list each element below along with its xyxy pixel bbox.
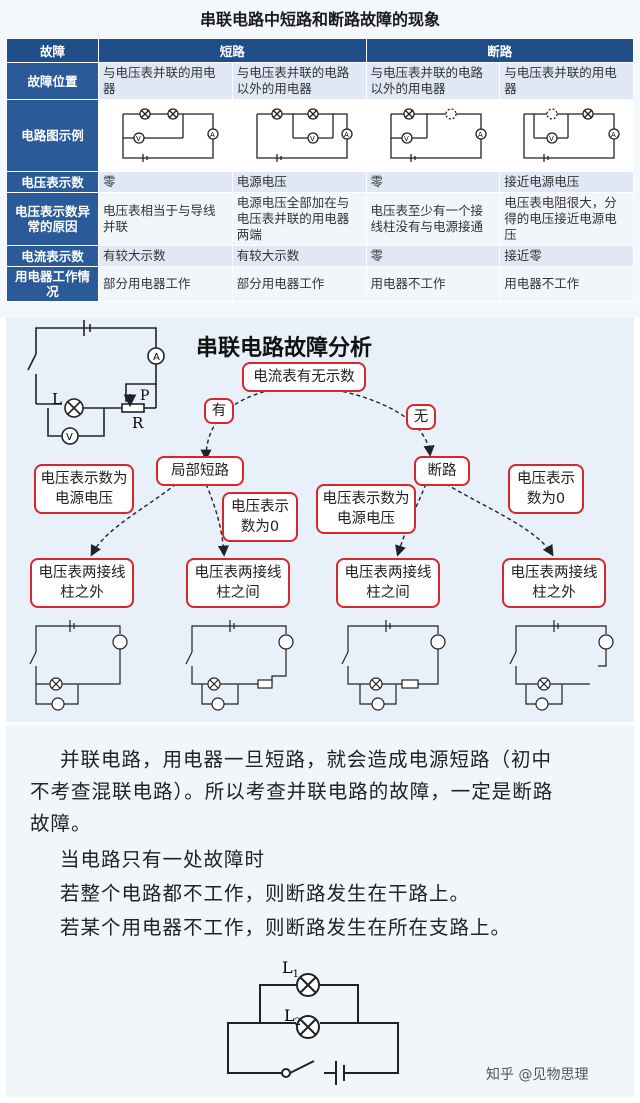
table-cell: 零	[365, 245, 501, 267]
table-row: 电压表示数异常的原因 电压表相当于与导线并联 电源电压全部加在与电压表并联的用电…	[6, 192, 634, 246]
paragraph-line: 故障。	[30, 812, 92, 835]
note-voltage-source: 电压表示数为电源电压	[316, 484, 416, 534]
table-cell: 有较大示数	[231, 245, 367, 267]
table-cell: 与电压表并联的电路以外的用电器	[231, 62, 367, 100]
table-cell: 零	[98, 171, 233, 193]
ammeter-label: A	[478, 131, 483, 139]
circuit-diagram-2: A V	[256, 108, 353, 162]
table-row: 用电器工作情况 部分用电器工作 部分用电器工作 用电器不工作 用电器不工作	[6, 266, 634, 302]
table-cell: 用电器不工作	[365, 266, 501, 302]
note-voltage-zero: 电压表示数为0	[222, 492, 298, 542]
ammeter-label: A	[153, 352, 160, 363]
table-cell: 部分用电器工作	[231, 266, 367, 302]
arrow-no	[335, 389, 435, 457]
circuit-diagram-cell: A V	[499, 99, 634, 172]
voltmeter-label: V	[136, 135, 141, 143]
table-cell: 电源电压	[231, 171, 367, 193]
circuit-diagram-cell: A V	[98, 99, 233, 172]
slider-label: P	[140, 388, 149, 404]
table-cell: 与电压表并联的用电器	[499, 62, 634, 100]
lamp-label: L	[52, 390, 62, 408]
ammeter-label: A	[210, 131, 215, 139]
ammeter-label: A	[611, 131, 616, 139]
voltmeter-label: V	[549, 135, 554, 143]
row-label: 用电器工作情况	[6, 266, 99, 302]
arrow-short-outside	[90, 483, 177, 557]
arrow-short-between	[205, 483, 229, 557]
voltmeter-label: V	[66, 432, 73, 443]
table-cell: 零	[365, 171, 501, 193]
leaf-outside-terminals: 电压表两接线柱之外	[30, 558, 134, 608]
leaf-outside-terminals: 电压表两接线柱之外	[502, 558, 606, 608]
table-row: 电路图示例 A V	[6, 99, 634, 172]
lamp-l1-label: L1	[282, 958, 299, 980]
row-label: 电压表示数异常的原因	[6, 192, 99, 246]
open-circuit-box: 断路	[414, 456, 470, 486]
parallel-circuit-section: 并联电路，用电器一旦短路，就会造成电源短路（初中 不考查混联电路）。所以考查并联…	[6, 725, 634, 1097]
circuit-diagram-cell: A V	[231, 99, 367, 172]
partial-short-box: 局部短路	[156, 456, 244, 486]
rheostat-label: R	[132, 414, 144, 432]
note-voltage-zero: 电压表示数为0	[508, 464, 584, 514]
bottom-circuits	[29, 620, 614, 711]
paragraph-line: 并联电路，用电器一旦短路，就会造成电源短路（初中	[60, 748, 553, 771]
circuit-diagram-cell: A V	[365, 99, 501, 172]
row-label: 电流表示数	[6, 245, 99, 267]
table-cell: 用电器不工作	[499, 266, 634, 302]
table-cell: 电源电压全部加在与电压表并联的用电器两端	[231, 192, 367, 246]
table-cell: 有较大示数	[98, 245, 233, 267]
voltmeter-label: V	[310, 135, 315, 143]
parallel-circuit-diagram: L1 L2	[227, 958, 399, 1085]
row-label: 故障位置	[6, 62, 99, 100]
lamp-l2-label: L2	[284, 1006, 301, 1028]
ammeter-label: A	[344, 131, 349, 139]
table-title: 串联电路中短路和断路故障的现象	[199, 10, 440, 29]
arrow-open-outside	[445, 483, 554, 557]
paragraph-line: 若整个电路都不工作，则断路发生在干路上。	[60, 882, 471, 905]
row-label: 电压表示数	[6, 171, 99, 193]
watermark: 知乎 @见物思理	[486, 1067, 589, 1083]
note-voltage-source: 电压表示数为电源电压	[34, 464, 134, 514]
branch-yes-label: 有	[204, 398, 234, 424]
circuit-diagram-4: A V	[523, 108, 620, 162]
col-header-open: 断路	[365, 38, 634, 63]
table-cell: 与电压表并联的电路以外的用电器	[365, 62, 501, 100]
table-cell: 电压表至少有一个接线柱没有与电源接通	[365, 192, 501, 246]
paragraph-line: 若某个用电器不工作，则断路发生在所在支路上。	[60, 916, 512, 939]
table-cell: 电压表相当于与导线并联	[98, 192, 233, 246]
leaf-between-terminals: 电压表两接线柱之间	[186, 558, 290, 608]
circuit-diagram-1: A V	[122, 108, 219, 162]
col-header-short: 短路	[98, 38, 367, 63]
table-row: 故障位置 与电压表并联的用电器 与电压表并联的电路以外的用电器 与电压表并联的电…	[6, 62, 634, 100]
leaf-between-terminals: 电压表两接线柱之间	[336, 558, 440, 608]
circuit-diagram-3: A V	[389, 108, 487, 162]
voltmeter-label: V	[404, 135, 409, 143]
table-cell: 接近零	[499, 245, 634, 267]
table-row: 电流表示数 有较大示数 有较大示数 零 接近零	[6, 245, 634, 267]
branch-no-label: 无	[406, 404, 436, 430]
flowchart-graphics: A V L P R	[27, 320, 614, 711]
paragraph-line: 不考查混联电路）。所以考查并联电路的故障，一定是断路	[30, 780, 554, 803]
fault-table-section: 串联电路中短路和断路故障的现象 故障 短路 断路 故障位置 与电压表并联的用电器…	[0, 0, 640, 318]
row-label: 电路图示例	[6, 99, 99, 172]
table-cell: 与电压表并联的用电器	[98, 62, 233, 100]
example-circuit	[27, 320, 165, 445]
root-question-box: 电流表有无示数	[242, 362, 366, 392]
fault-analysis-flowchart: 串联电路故障分析 A V L P R	[6, 318, 634, 722]
table-cell: 部分用电器工作	[98, 266, 233, 302]
paragraph-line: 当电路只有一处故障时	[60, 848, 266, 871]
table-cell: 接近电源电压	[499, 171, 634, 193]
col-header-fault: 故障	[6, 38, 99, 63]
fault-table: 故障 短路 断路 故障位置 与电压表并联的用电器 与电压表并联的电路以外的用电器…	[6, 38, 634, 302]
table-cell: 电压表电阻很大，分得的电压接近电源电压	[499, 192, 634, 246]
flowchart-title: 串联电路故障分析	[196, 336, 373, 361]
table-row: 电压表示数 零 电源电压 零 接近电源电压	[6, 171, 634, 193]
